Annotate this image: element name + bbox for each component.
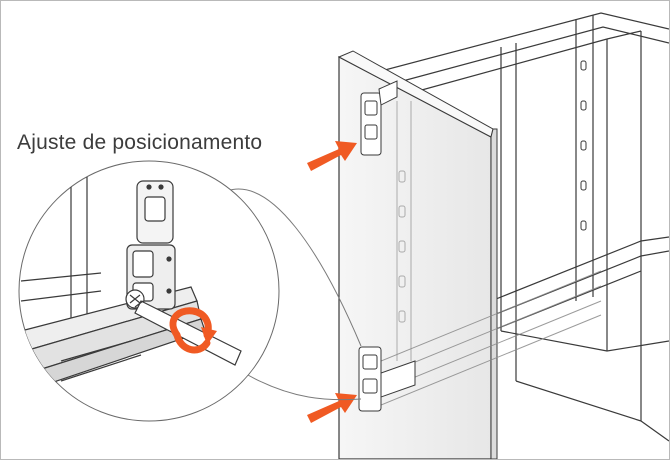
- zoom-leader: [226, 188, 362, 401]
- top-bracket: [360, 80, 398, 156]
- post-slots: [580, 60, 587, 231]
- orange-arrow-icon: [307, 141, 357, 171]
- positioning-adjustment-label: Ajuste de posicionamento: [17, 131, 263, 154]
- cabinet-frame: [380, 12, 669, 442]
- rotate-arrow-icon: [169, 307, 217, 354]
- zoom-detail: [18, 160, 280, 422]
- ghost-post: [396, 101, 412, 361]
- bottom-bracket: [358, 346, 416, 412]
- ghost-slide: [380, 270, 602, 406]
- orange-arrow-icon: [307, 393, 357, 423]
